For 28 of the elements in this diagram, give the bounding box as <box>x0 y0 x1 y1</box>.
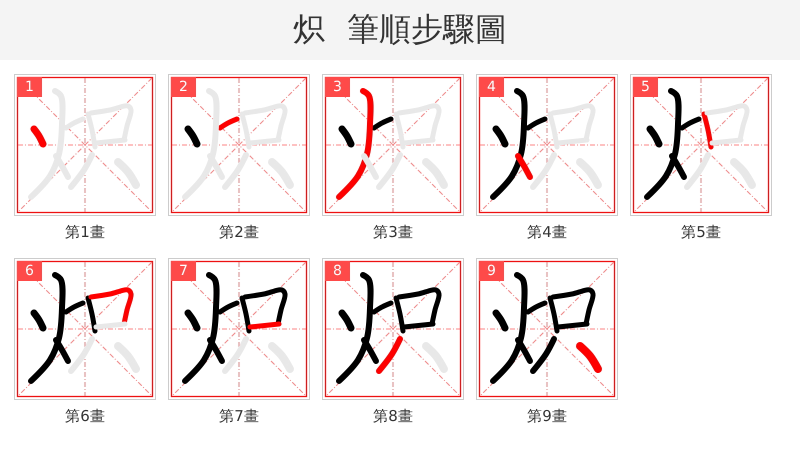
step-caption: 第6畫 <box>65 407 105 425</box>
stroke-grid-cell <box>168 258 310 400</box>
step-number-badge: 5 <box>633 77 658 97</box>
stroke-grid-cell <box>630 74 772 216</box>
step-caption: 第2畫 <box>219 223 259 241</box>
step-number-badge: 1 <box>17 77 42 97</box>
step-caption: 第1畫 <box>65 223 105 241</box>
step-number-badge: 2 <box>171 77 196 97</box>
stroke-grid-cell <box>322 74 464 216</box>
step-caption: 第5畫 <box>681 223 721 241</box>
step-number-badge: 8 <box>325 261 350 281</box>
step-caption: 第4畫 <box>527 223 567 241</box>
step-caption: 第7畫 <box>219 407 259 425</box>
stroke-grid-cell <box>476 258 618 400</box>
stroke-grid-cell <box>14 258 156 400</box>
step-number-badge: 9 <box>479 261 504 281</box>
step-number-badge: 7 <box>171 261 196 281</box>
step-caption: 第8畫 <box>373 407 413 425</box>
stroke-grid-cell <box>322 258 464 400</box>
step-caption: 第3畫 <box>373 223 413 241</box>
step-caption: 第9畫 <box>527 407 567 425</box>
step-number-badge: 6 <box>17 261 42 281</box>
step-number-badge: 3 <box>325 77 350 97</box>
stroke-grid-cell <box>14 74 156 216</box>
stroke-grid-cell <box>476 74 618 216</box>
step-number-badge: 4 <box>479 77 504 97</box>
stroke-grid-cell <box>168 74 310 216</box>
diagram-title: 炽 筆順步驟圖 <box>292 9 508 50</box>
